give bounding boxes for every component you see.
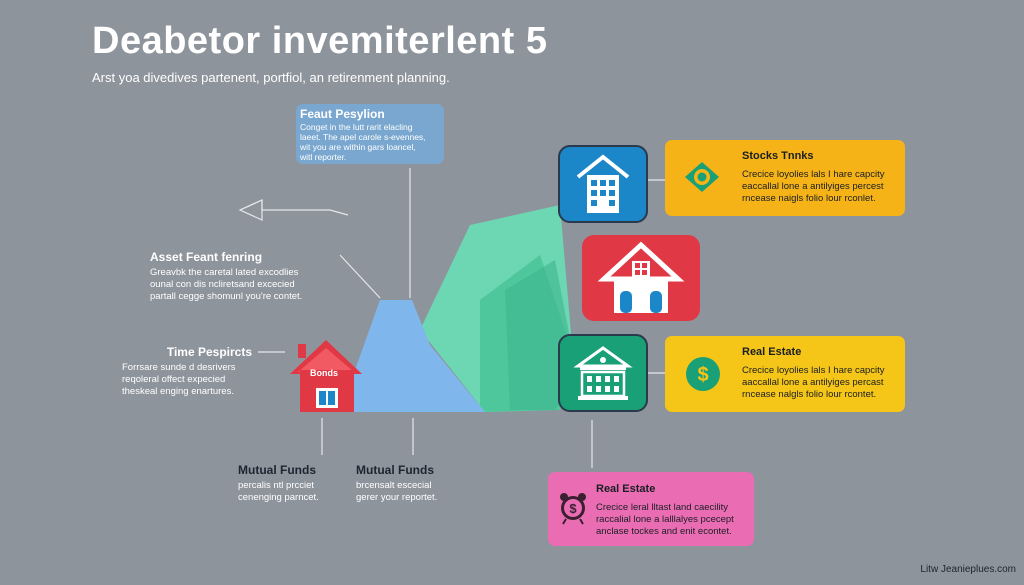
house-icon [597, 241, 685, 313]
mutual-funds-left-title: Mutual Funds [238, 463, 316, 477]
bonds-house-icon [290, 340, 362, 412]
stocks-card-text: Crecice loyolies lals I hare capcity eac… [742, 169, 885, 204]
page-subtitle: Arst yoa divedives partenent, portfiol, … [92, 70, 450, 85]
house-tile[interactable] [582, 235, 700, 321]
feaut-callout-text: Conget in the lutt rarit elacling laeet.… [300, 122, 426, 162]
mutual-funds-right-text: brcensalt escecial gerer your reportet. [356, 480, 438, 503]
mutual-funds-right-title: Mutual Funds [356, 463, 434, 477]
real-estate-card[interactable]: $ Real Estate Crecice loyolies lals I ha… [665, 336, 905, 412]
real-estate-card-text: Crecice loyolies lals I hare capcity aac… [742, 365, 885, 400]
office-building-tile[interactable] [558, 145, 648, 223]
dollar-coin-icon: $ [686, 357, 720, 391]
time-annotation-text: Forrsare sunde d desrivers reqoleral off… [122, 362, 236, 397]
time-annotation-title: Time Pespircts [166, 345, 252, 359]
asset-annotation: Asset Feant fenring Greavbk the caretal … [150, 250, 350, 303]
mutual-funds-left: Mutual Funds percalis ntl prcciet ceneng… [238, 463, 358, 504]
footer-credit: Litw Jeanieplues.com [920, 564, 1016, 575]
bank-tile[interactable] [558, 334, 648, 412]
bank-icon [573, 346, 633, 400]
svg-text:$: $ [697, 364, 708, 386]
time-annotation: Time Pespircts Forrsare sunde d desriver… [122, 345, 252, 398]
stocks-card-title: Stocks Tnnks [742, 150, 814, 162]
feaut-callout-box: Feaut Pesylion Conget in the lutt rarit … [296, 104, 444, 164]
alarm-clock-dollar-icon: $ [560, 493, 586, 525]
real-estate-pink-text: Crecice leral lltast land caecility racc… [596, 502, 734, 537]
page-title: Deabetor invemiterlent 5 [92, 20, 548, 62]
real-estate-card-pink[interactable]: $ Real Estate Crecice leral lltast land … [548, 472, 754, 546]
svg-text:$: $ [569, 501, 577, 516]
real-estate-card-title: Real Estate [742, 346, 802, 358]
mutual-funds-right: Mutual Funds brcensalt escecial gerer yo… [356, 463, 476, 504]
bonds-label: Bonds [310, 368, 338, 378]
office-building-icon [576, 154, 630, 213]
asset-annotation-title: Asset Feant fenring [150, 250, 263, 264]
real-estate-pink-title: Real Estate [596, 483, 656, 495]
stocks-icon [685, 162, 719, 192]
stocks-card[interactable]: Stocks Tnnks Crecice loyolies lals I har… [665, 140, 905, 216]
feaut-callout-title: Feaut Pesylion [300, 107, 385, 121]
asset-annotation-text: Greavbk the caretal lated excodlies ouna… [150, 267, 303, 302]
mutual-funds-left-text: percalis ntl prcciet cenenging parncet. [238, 480, 319, 503]
mountain-blue [340, 300, 485, 412]
